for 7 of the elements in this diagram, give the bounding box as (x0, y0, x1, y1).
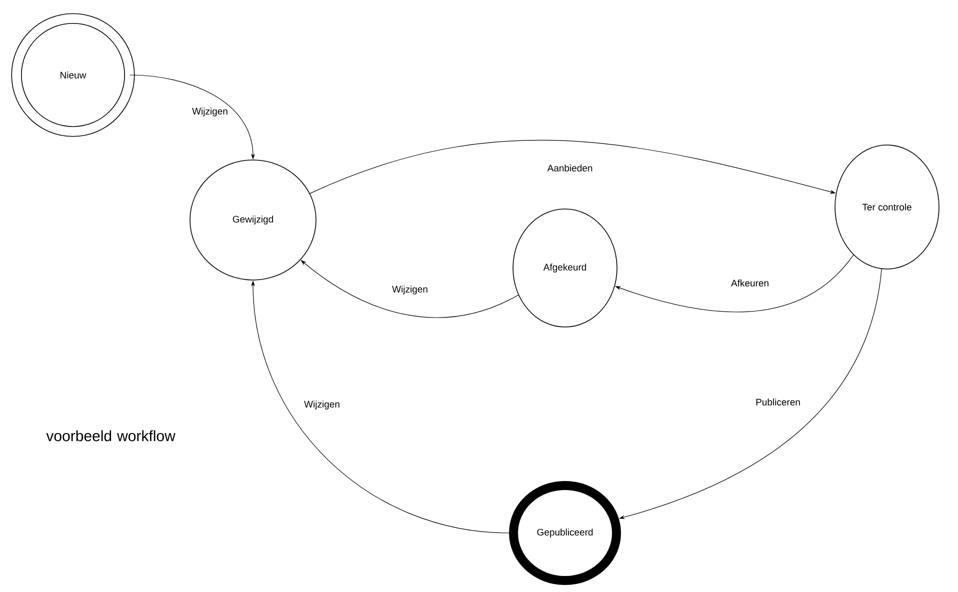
edge-label: Aanbieden (546, 164, 594, 172)
edge-label: Wijzigen (391, 284, 429, 296)
edge-label: Wijzigen (191, 106, 229, 118)
edge-label: Wijzigen (303, 400, 341, 410)
edge-label: Publiceren (754, 398, 802, 406)
edge-label: Afkeuren (730, 278, 770, 288)
title: voorbeeld workflow (46, 430, 176, 442)
